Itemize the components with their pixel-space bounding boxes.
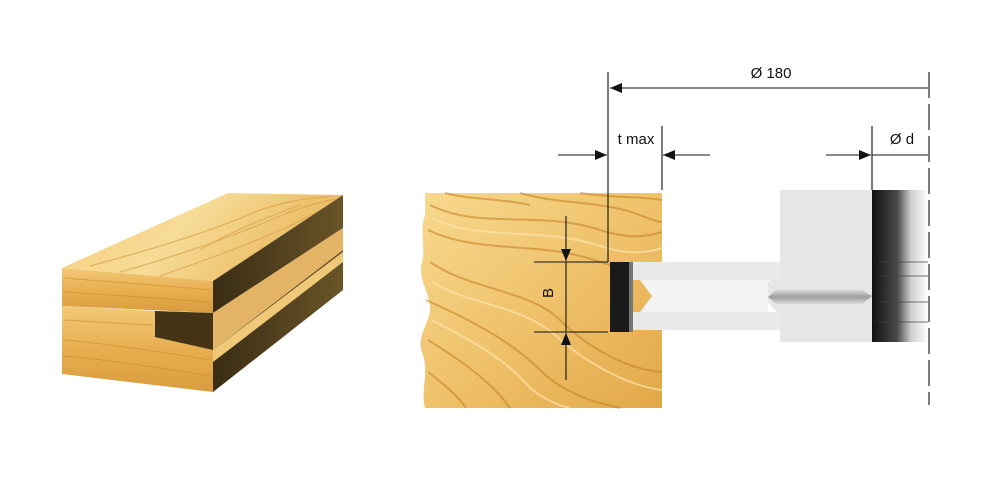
cutter-body [768,190,872,342]
cutter-tool [610,190,928,342]
label-groove-width: B [540,288,557,298]
cutter-tip-edge [629,262,633,332]
section-grain [425,192,663,409]
workpiece-front-upper [62,268,213,313]
workpiece-section [420,192,663,409]
cutter-hub [872,190,928,342]
cutter-hub-rings [873,261,928,323]
cutter-tip [610,262,632,332]
workpiece-lower-top [213,252,343,362]
grooved-workpiece-3d [62,193,343,392]
label-tmax: t max [618,131,655,148]
dimension-lines [534,72,930,405]
label-outer-diameter: Ø 180 [751,65,792,82]
section-grain-light [431,217,663,409]
cutter-ridge [768,290,872,304]
cutter-shank-mid [640,280,768,312]
cutter-shank-upper [632,262,780,280]
workpiece-groove-floor [155,311,213,350]
workpiece-groove [155,311,213,350]
cutter-shank-lower [632,312,780,330]
workpiece-side-upper [213,195,343,313]
workpiece-groove-inner [213,228,343,350]
workpiece-front-grain [63,277,212,377]
label-bore-diameter: Ø d [890,131,914,148]
